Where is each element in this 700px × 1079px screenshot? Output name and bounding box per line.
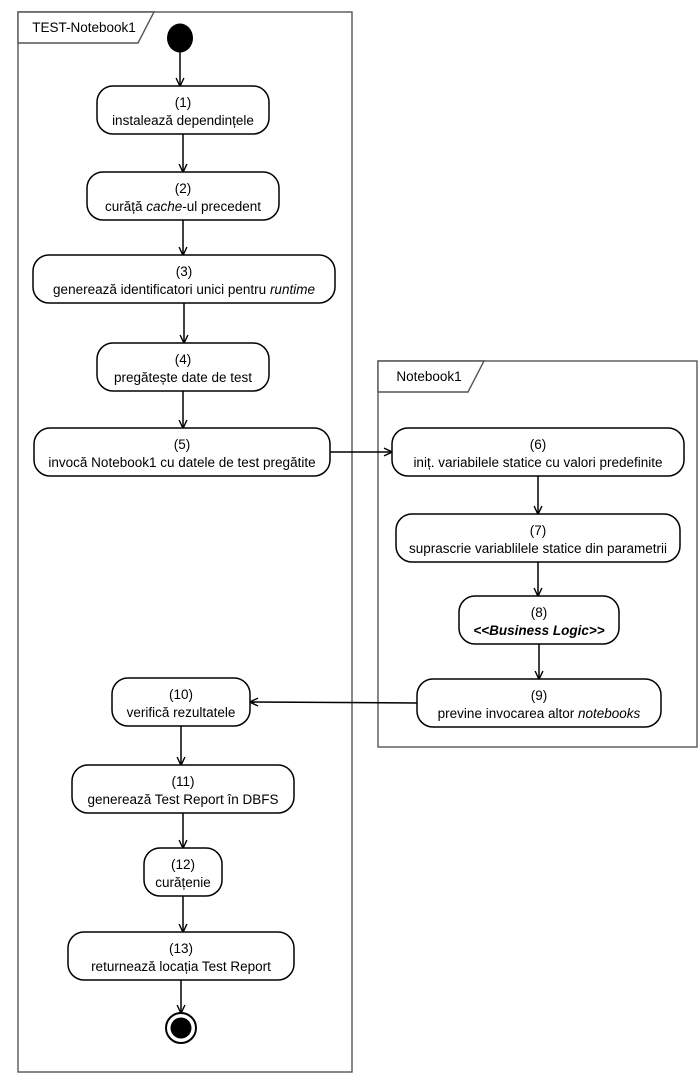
action-node-label: verifică rezultatele <box>127 705 236 720</box>
action-node-n3[interactable]: (3) generează identificatori unici pentru… <box>32 254 336 304</box>
action-node-shape[interactable] <box>96 342 270 392</box>
action-node-label: pregătește date de test <box>114 370 252 385</box>
action-node-label: generează identificatori unici pentru ru… <box>53 282 315 297</box>
action-node-number: (9) <box>531 688 548 703</box>
flow-edge-e-9-10 <box>250 702 418 703</box>
action-node-shape[interactable] <box>395 513 681 563</box>
action-node-number: (13) <box>169 941 193 956</box>
action-node-number: (11) <box>171 774 194 789</box>
action-node-n8[interactable]: (8) <<Business Logic>> <box>458 595 620 645</box>
action-node-n10[interactable]: (10) verifică rezultatele <box>111 677 251 727</box>
initial-node <box>167 23 193 53</box>
action-node-number: (3) <box>176 264 193 279</box>
partition-test-notebook1: TEST-Notebook1 <box>17 11 353 1073</box>
action-node-label: invocă Notebook1 cu datele de test pregă… <box>48 455 315 470</box>
action-node-shape[interactable] <box>143 847 223 897</box>
action-node-n1[interactable]: (1) instalează dependințele <box>96 85 270 135</box>
action-node-n7[interactable]: (7) suprascrie variablilele statice din p… <box>395 513 681 563</box>
action-node-label: previne invocarea altor notebooks <box>438 706 641 721</box>
action-node-number: (4) <box>175 352 192 367</box>
action-node-number: (8) <box>531 605 548 620</box>
action-node-label: iniț. variabilele statice cu valori pred… <box>413 455 662 470</box>
action-node-n12[interactable]: (12) curățenie <box>143 847 223 897</box>
action-node-n9[interactable]: (9) previne invocarea altor notebooks <box>416 678 662 728</box>
action-node-number: (1) <box>175 95 192 110</box>
action-node-number: (2) <box>175 181 192 196</box>
action-node-n2[interactable]: (2) curăță cache-ul precedent <box>86 171 280 221</box>
action-node-shape[interactable] <box>71 764 295 814</box>
action-node-number: (12) <box>171 857 195 872</box>
action-node-number: (5) <box>174 437 191 452</box>
nodes-layer: (1) instalează dependințele (2) curăță cach… <box>32 23 685 1044</box>
action-node-shape[interactable] <box>391 427 685 477</box>
action-node-shape[interactable] <box>416 678 662 728</box>
initial-node-circle <box>167 23 193 53</box>
action-node-shape[interactable] <box>67 931 295 981</box>
action-node-shape[interactable] <box>32 254 336 304</box>
action-node-shape[interactable] <box>111 677 251 727</box>
action-node-n5[interactable]: (5) invocă Notebook1 cu datele de test pr… <box>33 427 331 477</box>
partition-label: Notebook1 <box>396 369 461 384</box>
partition-header-tab <box>377 360 486 393</box>
final-node <box>165 1012 197 1044</box>
action-node-label: generează Test Report în DBFS <box>87 792 278 807</box>
action-node-label: curăță cache-ul precedent <box>105 199 261 214</box>
final-node-core <box>170 1017 192 1039</box>
action-node-shape[interactable] <box>33 427 331 477</box>
action-node-label: instalează dependințele <box>112 113 254 128</box>
action-node-label: returnează locația Test Report <box>91 959 271 974</box>
action-node-n11[interactable]: (11) generează Test Report în DBFS <box>71 764 295 814</box>
partition-label: TEST-Notebook1 <box>32 20 136 35</box>
partition-frame <box>17 11 353 1073</box>
action-node-shape[interactable] <box>458 595 620 645</box>
action-node-shape[interactable] <box>86 171 280 221</box>
edges-layer <box>180 51 539 1013</box>
action-node-n4[interactable]: (4) pregătește date de test <box>96 342 270 392</box>
partition-header-tab <box>17 11 156 44</box>
action-node-label: suprascrie variablilele statice din para… <box>409 541 667 556</box>
action-node-n6[interactable]: (6) iniț. variabilele statice cu valori p… <box>391 427 685 477</box>
action-node-shape[interactable] <box>96 85 270 135</box>
action-node-number: (7) <box>530 523 547 538</box>
action-node-label: <<Business Logic>> <box>473 623 604 638</box>
action-node-number: (6) <box>530 437 547 452</box>
action-node-n13[interactable]: (13) returnează locația Test Report <box>67 931 295 981</box>
action-node-number: (10) <box>169 687 193 702</box>
action-node-label: curățenie <box>155 875 211 890</box>
